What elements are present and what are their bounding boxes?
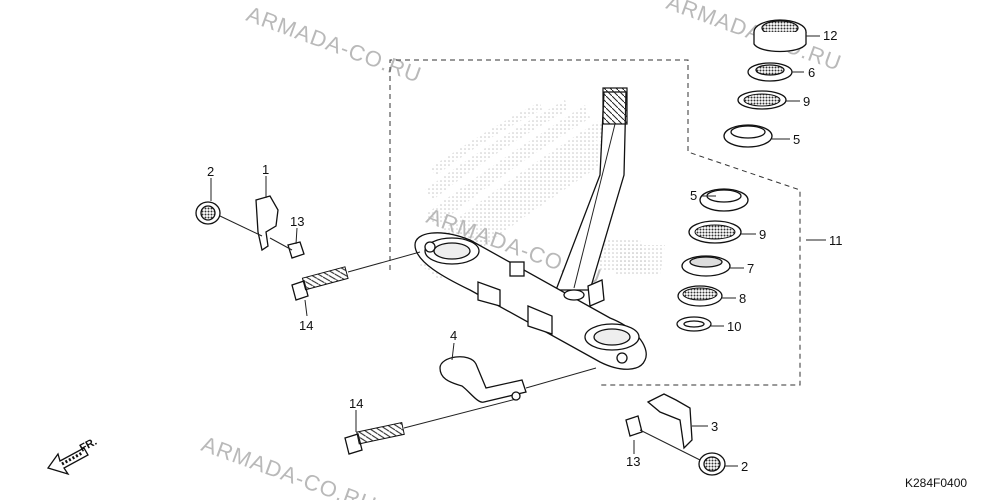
callout-10: 10 [727,319,741,334]
callout-13: 13 [626,454,640,469]
callout-5: 5 [793,132,800,147]
callout-2: 2 [207,164,214,179]
callout-1: 1 [262,162,269,177]
callout-14: 14 [299,318,313,333]
flange-bolt-lower [344,421,405,455]
watermark-text: ARMADA-CO.RU [243,1,425,88]
left-bracket-group [195,195,305,259]
bottom-bridge [414,232,647,370]
callout-4: 4 [450,328,457,343]
callout-6: 6 [808,65,815,80]
callout-5: 5 [690,188,697,203]
steering-stem [555,87,628,291]
diagram-code: K284F0400 [905,476,967,490]
callout-11: 11 [829,233,843,248]
flange-bolt-upper [291,266,349,301]
right-bracket-group [625,393,726,476]
callout-3: 3 [711,419,718,434]
callout-13: 13 [290,214,304,229]
cable-clamp [439,356,527,403]
callout-9: 9 [803,94,810,109]
leader-lines [210,35,826,467]
callout-8: 8 [739,291,746,306]
callout-14: 14 [349,396,363,411]
upper-bearing-stack [723,19,807,148]
callout-12: 12 [823,28,837,43]
lower-bearing-stack [676,188,749,332]
assembly-boundary [389,59,801,386]
front-direction-arrow [46,447,89,476]
front-marker-label: FR. [78,436,99,455]
callout-9: 9 [759,227,766,242]
callout-7: 7 [747,261,754,276]
callout-2: 2 [741,459,748,474]
